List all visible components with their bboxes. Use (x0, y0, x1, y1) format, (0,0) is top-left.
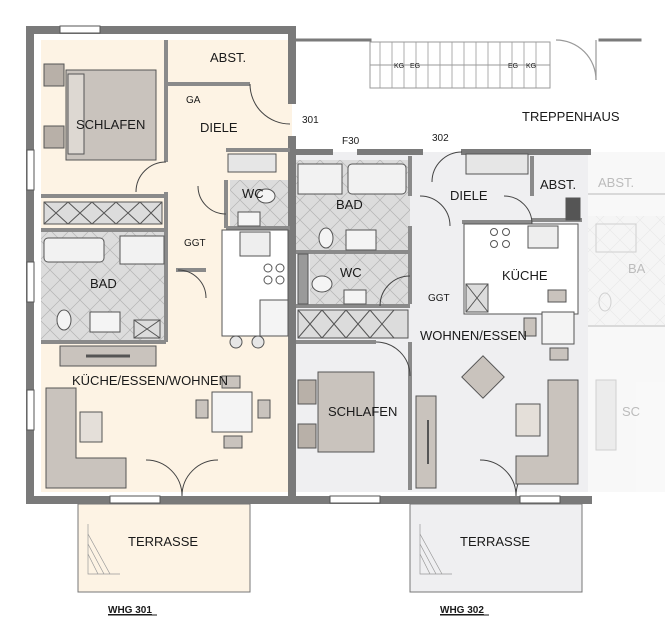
furniture-302 (297, 153, 581, 489)
terrace-302 (409, 503, 583, 593)
dining-table-302 (541, 311, 575, 345)
interior-walls-302 (296, 156, 582, 490)
label-number-302: 302 (432, 133, 449, 144)
neighbour-apartment (588, 152, 665, 492)
label-kueche-essen-wohnen-301: KÜCHE/ESSEN/WOHNEN (72, 373, 228, 388)
terraces (77, 503, 583, 593)
sofa-301 (45, 387, 127, 489)
bathtub-301 (43, 237, 105, 263)
wardrobe-301 (43, 201, 163, 225)
label-wc-302: WC (340, 265, 362, 280)
label-f30: F30 (342, 136, 360, 147)
dining-table-301 (211, 391, 253, 433)
label-kueche-302: KÜCHE (502, 268, 548, 283)
stair-mark-1: KG (394, 63, 404, 70)
label-terrasse-301: TERRASSE (128, 534, 198, 549)
sofa-302 (515, 379, 579, 485)
staircase (369, 39, 597, 89)
stair-mark-2: EG (410, 63, 420, 70)
label-number-301: 301 (302, 115, 319, 126)
toilet-301 (56, 309, 72, 331)
stair-mark-4: KG (526, 63, 536, 70)
furniture-301 (43, 63, 289, 489)
label-bad-301: BAD (90, 276, 117, 291)
label-wc-301: WC (242, 186, 264, 201)
label-sc-neighbour: SC (622, 404, 640, 419)
label-abst-302: ABST. (540, 177, 576, 192)
stair-mark-3: EG (508, 63, 518, 70)
armchair-302 (461, 355, 505, 399)
label-treppenhaus: TREPPENHAUS (522, 109, 620, 124)
label-wohnen-essen-302: WOHNEN/ESSEN (420, 328, 527, 343)
terrace-301 (77, 503, 251, 593)
room-labels: SCHLAFEN ABST. GA DIELE WC GGT BAD KÜCHE… (72, 50, 646, 616)
toilet-302 (311, 275, 333, 293)
bed-302 (317, 371, 375, 453)
cabinet-302 (415, 395, 437, 489)
shower-301 (119, 235, 165, 265)
doors (135, 83, 553, 497)
label-terrasse-302: TERRASSE (460, 534, 530, 549)
label-ba-neighbour: BA (628, 261, 646, 276)
label-abst-neighbour: ABST. (598, 175, 634, 190)
windows (26, 25, 561, 504)
label-ggt-301: GGT (184, 238, 206, 249)
sink-301 (89, 311, 121, 333)
label-ga-301: GA (186, 95, 201, 106)
label-schlafen-302: SCHLAFEN (328, 404, 397, 419)
label-abst-301: ABST. (210, 50, 246, 65)
label-schlafen-301: SCHLAFEN (76, 117, 145, 132)
label-diele-301: DIELE (200, 120, 238, 135)
caption-whg-301: WHG 301 (108, 605, 152, 616)
bathtub-302 (347, 163, 407, 195)
label-bad-302: BAD (336, 197, 363, 212)
interior-walls-301 (41, 40, 290, 344)
caption-whg-302: WHG 302 (440, 605, 484, 616)
label-ggt-302: GGT (428, 293, 450, 304)
wardrobe-302 (297, 309, 409, 339)
shower-302 (297, 163, 343, 195)
label-diele-302: DIELE (450, 188, 488, 203)
